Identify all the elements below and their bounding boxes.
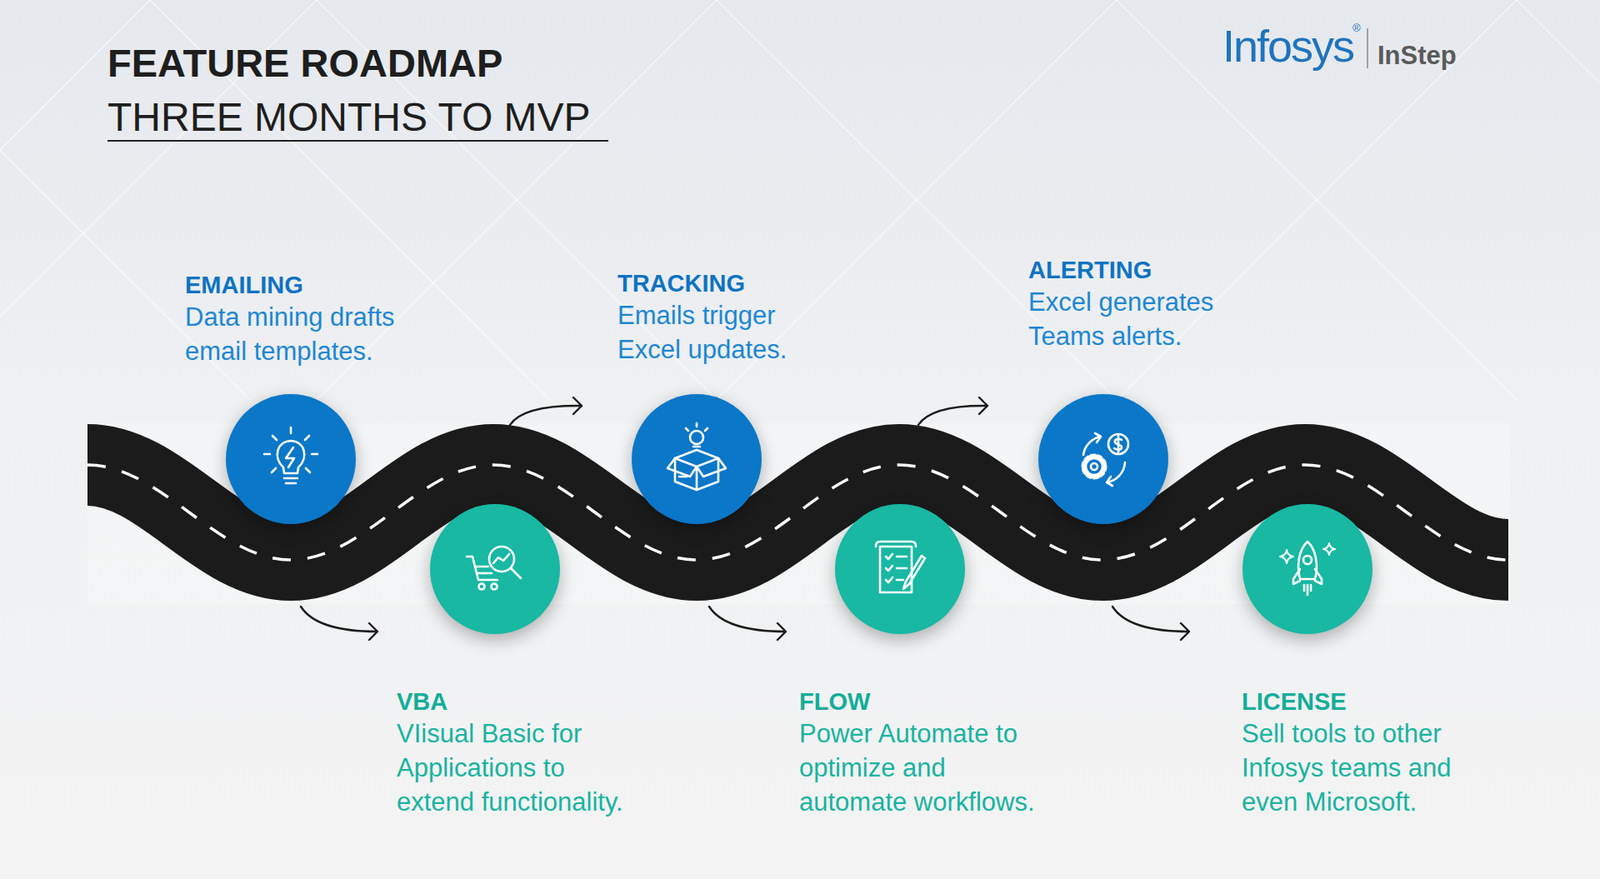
direction-arrow: [709, 606, 786, 640]
milestone-circle: LICENSESell tools to other Infosys teams…: [1242, 504, 1373, 635]
milestone-circle: FLOWPower Automate to optimize and autom…: [835, 504, 965, 635]
direction-arrow: [510, 397, 582, 425]
logo-wordmark: Infosys: [1222, 19, 1354, 73]
milestone-heading: LICENSE: [1241, 686, 1484, 717]
milestone-heading: ALERTING: [1028, 255, 1245, 285]
milestone-heading: TRACKING: [617, 268, 818, 299]
lightbulb-icon: [264, 427, 318, 484]
milestone-description: Excel generates Teams alerts.: [1028, 285, 1245, 354]
milestone-heading: VBA: [396, 686, 637, 717]
box-idea-icon: [667, 423, 726, 490]
milestone-description: Data mining drafts email templates.: [185, 300, 435, 369]
milestone-description: Emails trigger Excel updates.: [617, 298, 818, 367]
milestone-text: EMAILINGData mining drafts email templat…: [185, 270, 435, 369]
milestone-description: Sell tools to other Infosys teams and ev…: [1241, 716, 1484, 820]
registered-mark: ®: [1352, 21, 1361, 35]
milestone-description: Power Automate to optimize and automate …: [799, 716, 1048, 820]
rocket-icon: [1280, 541, 1335, 595]
direction-arrow: [300, 606, 378, 640]
checklist-icon: [875, 541, 925, 593]
lattice: [0, 0, 1600, 400]
milestone-text: FLOWPower Automate to optimize and autom…: [799, 686, 1048, 820]
direction-arrow: [918, 397, 988, 425]
milestone-text: ALERTINGExcel generates Teams alerts.: [1028, 255, 1245, 354]
milestone-circle: TRACKINGEmails trigger Excel updates.: [631, 394, 762, 525]
milestone-text: VBAVIisual Basic for Applications to ext…: [396, 686, 637, 820]
cart-search-icon: [466, 546, 521, 590]
gear-dollar-icon: [1083, 433, 1129, 486]
milestone-circle: ALERTINGExcel generates Teams alerts.: [1038, 394, 1169, 525]
logo-divider: [1366, 28, 1369, 69]
milestone-text: TRACKINGEmails trigger Excel updates.: [617, 268, 818, 367]
milestone-description: VIisual Basic for Applications to extend…: [396, 716, 637, 820]
milestone-heading: EMAILING: [185, 270, 435, 300]
direction-arrow: [1112, 606, 1190, 640]
logo-product: InStep: [1377, 40, 1457, 71]
milestone-circle: EMAILINGData mining drafts email templat…: [225, 394, 356, 525]
roadmap-title: FEATURE ROADMAP: [107, 40, 503, 87]
title-underline: [107, 140, 609, 142]
milestone-text: LICENSESell tools to other Infosys teams…: [1241, 686, 1484, 820]
milestone-heading: FLOW: [799, 686, 1048, 717]
milestone-circle: VBAVIisual Basic for Applications to ext…: [430, 504, 560, 635]
roadmap-subtitle: THREE MONTHS TO MVP: [107, 94, 591, 141]
